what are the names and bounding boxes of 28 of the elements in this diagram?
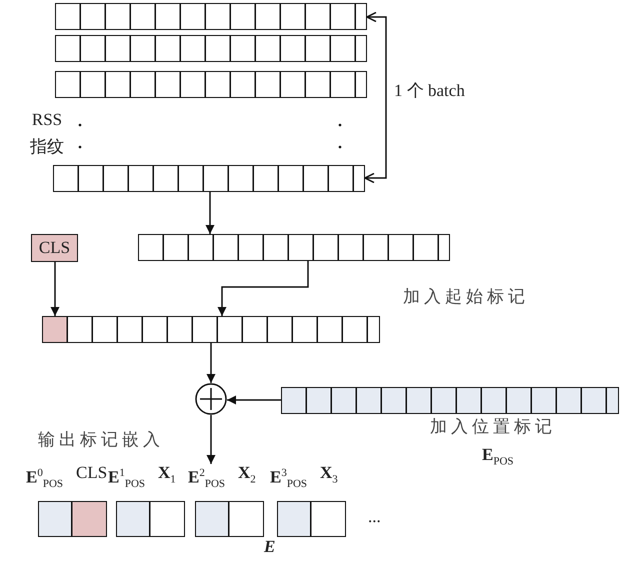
token-row xyxy=(53,165,365,192)
arrow xyxy=(206,415,216,464)
annotation-text: 加入位置标记 xyxy=(430,418,556,437)
edge-label: 1 个 batch xyxy=(394,82,465,101)
token-row xyxy=(55,3,367,30)
arrow xyxy=(206,192,214,234)
annotation-text: 加入起始标记 xyxy=(403,288,529,307)
token-label: CLS xyxy=(76,464,108,483)
token-box: CLS xyxy=(31,234,78,262)
token-row xyxy=(55,35,367,62)
token-label: X$_{2}$ xyxy=(238,464,256,486)
arrow xyxy=(206,343,216,383)
token-row xyxy=(55,71,367,98)
token-label: X$_{3}$ xyxy=(320,464,338,486)
arrow xyxy=(227,396,281,404)
position-embedding-row xyxy=(281,387,619,414)
axis-label: RSS 指纹 xyxy=(29,109,65,158)
symbol-label: E$_{POS}$ xyxy=(482,446,514,468)
token-label: X$_{1}$ xyxy=(158,464,176,486)
ellipsis-text: ... xyxy=(368,508,381,527)
token-row xyxy=(42,316,380,343)
annotation-text: 输出标记嵌入 xyxy=(38,431,164,450)
symbol-label: E xyxy=(264,538,276,557)
token-row xyxy=(138,234,450,261)
adder-symbol xyxy=(195,383,227,415)
arrow xyxy=(218,261,309,316)
arrow xyxy=(364,12,387,184)
arrow xyxy=(50,262,60,316)
